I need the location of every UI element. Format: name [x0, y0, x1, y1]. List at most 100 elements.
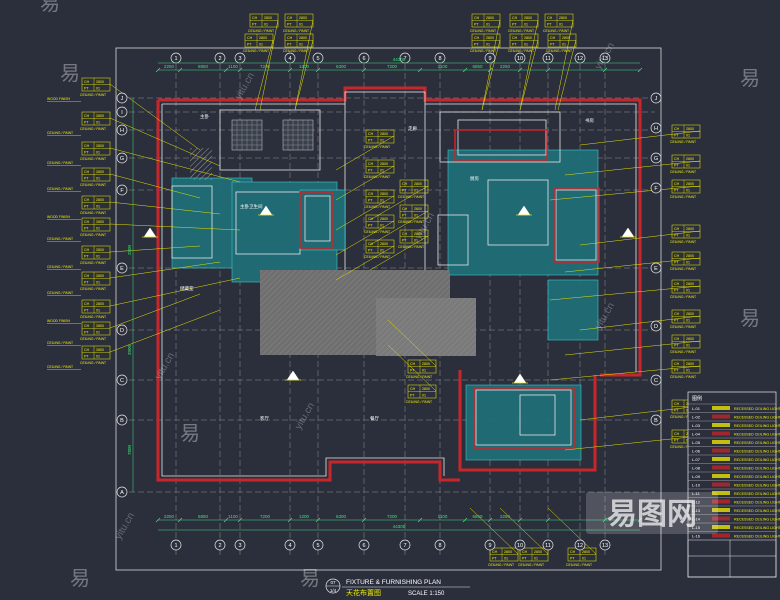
dimension-label: 7200 [260, 514, 271, 519]
tag-ch: CH [84, 198, 90, 202]
ceiling-zones [171, 149, 599, 461]
dimension-label: 7200 [387, 64, 398, 69]
tag-pt-value: 01 [686, 344, 690, 348]
tag-ch: CH [492, 550, 498, 554]
tag-pt-value: 01 [259, 43, 263, 47]
legend-row-swatch [712, 431, 730, 436]
ceiling-tag: WOOD FINISH [47, 97, 81, 102]
section-marker [516, 205, 532, 216]
grid-bubble: 6 [358, 52, 370, 64]
grid-bubble-label: F [120, 188, 124, 194]
legend-row-note: RECESSED CEILING LIGHT [734, 509, 780, 513]
legend-row-swatch [712, 474, 730, 478]
legend-row-code: L-16 [692, 534, 701, 539]
dimension-label: 6850 [198, 64, 209, 69]
dimension-label: 2250 [164, 64, 175, 69]
tag-pt: PT [368, 224, 373, 228]
room-label: 书房 [585, 117, 594, 124]
tag-ch: CH [84, 248, 90, 252]
tag-pt: PT [84, 309, 89, 313]
grid-bubble-label: I [121, 110, 123, 116]
tag-pt-value: 01 [422, 394, 426, 398]
tag-pt: PT [84, 355, 89, 359]
grid-bubble: 9 [484, 539, 496, 551]
section-markers [142, 205, 636, 384]
tag-pt: PT [410, 369, 415, 373]
tag-ch: CH [547, 16, 553, 20]
tag-ch-value: 2800 [96, 198, 104, 202]
legend-row-code: L-13 [692, 508, 701, 513]
tag-caption: CEILING / PAINT [80, 261, 106, 265]
tag-pt-value: 01 [414, 239, 418, 243]
tag-caption: CEILING / PAINT [364, 175, 390, 179]
grid-bubble: 9 [484, 52, 496, 64]
legend-row-code: L-02 [692, 415, 701, 420]
grid-bubble-label: J [655, 96, 658, 102]
tag-pt-value: 01 [414, 214, 418, 218]
tag-caption: CEILING / PAINT [508, 29, 534, 33]
sheet-border [115, 47, 662, 571]
tag-caption: CEILING / PAINT [670, 140, 696, 144]
tag-pt: PT [84, 227, 89, 231]
tag-ch: CH [402, 207, 408, 211]
tag-pt: PT [402, 189, 407, 193]
grid-bubble: 8 [434, 539, 446, 551]
tag-ch: CH [368, 162, 374, 166]
tag-pt-value: 01 [96, 121, 100, 125]
grid-bubble: E [116, 262, 128, 274]
tag-caption: CEILING / PAINT [364, 145, 390, 149]
grid-bubble-label: 8 [438, 56, 441, 62]
tag-caption: CEILING / PAINT [508, 49, 534, 53]
tag-ch: CH [674, 227, 680, 231]
legend-row-code: L-06 [692, 449, 701, 454]
legend-row-note: RECESSED CEILING LIGHT [734, 492, 780, 496]
grid-bubble-label: 7 [403, 56, 406, 62]
tag-pt-value: 01 [686, 289, 690, 293]
section-marker [285, 370, 301, 381]
dimension-label: 6300 [336, 514, 347, 519]
legend-row-note: RECESSED CEILING LIGHT [734, 416, 780, 420]
ceiling-tag: CEILING / PAINT [47, 237, 81, 242]
dimension-label: 1200 [299, 64, 310, 69]
tag-caption: CEILING / PAINT [546, 49, 572, 53]
tag-pt: PT [84, 87, 89, 91]
tag-pt: PT [247, 43, 252, 47]
tag-caption: CEILING / PAINT [283, 49, 309, 53]
tag-pt-value: 01 [559, 23, 563, 27]
grid-bubble: H [116, 124, 128, 136]
grid-bubble: 12 [574, 539, 586, 551]
watermark-char: 易 [300, 568, 320, 590]
tag-ch-value: 2800 [264, 16, 272, 20]
tag-pt-value: 01 [686, 189, 690, 193]
tag-caption: CEILING / PAINT [80, 233, 106, 237]
tag-pt-value: 01 [96, 281, 100, 285]
tag-pt: PT [492, 557, 497, 561]
tag-ch-value: 2800 [422, 387, 430, 391]
grid-bubble-label: 7 [403, 543, 406, 549]
title-sheet: 1/4 [330, 588, 337, 593]
tag-ch: CH [84, 274, 90, 278]
tag-pt-value: 01 [96, 87, 100, 91]
tag-pt: PT [474, 23, 479, 27]
tag-ch: CH [84, 170, 90, 174]
tag-ch-value: 2800 [96, 144, 104, 148]
grid-bubble-label: 11 [545, 56, 551, 62]
tag-caption: CEILING / PAINT [518, 563, 544, 567]
tag-pt: PT [252, 23, 257, 27]
section-marker [620, 227, 636, 238]
grid-bubble: B [116, 414, 128, 426]
room-label: 客厅 [260, 415, 269, 422]
tag-pt: PT [550, 43, 555, 47]
tag-caption: CEILING / PAINT [670, 240, 696, 244]
grid-bubble: 5 [312, 539, 324, 551]
tag-pt-value: 01 [414, 189, 418, 193]
room-labels: 主卧主卧卫生间客厅餐厅厨房书房走廊储藏室 [180, 113, 594, 422]
grid-bubble: G [116, 152, 128, 164]
